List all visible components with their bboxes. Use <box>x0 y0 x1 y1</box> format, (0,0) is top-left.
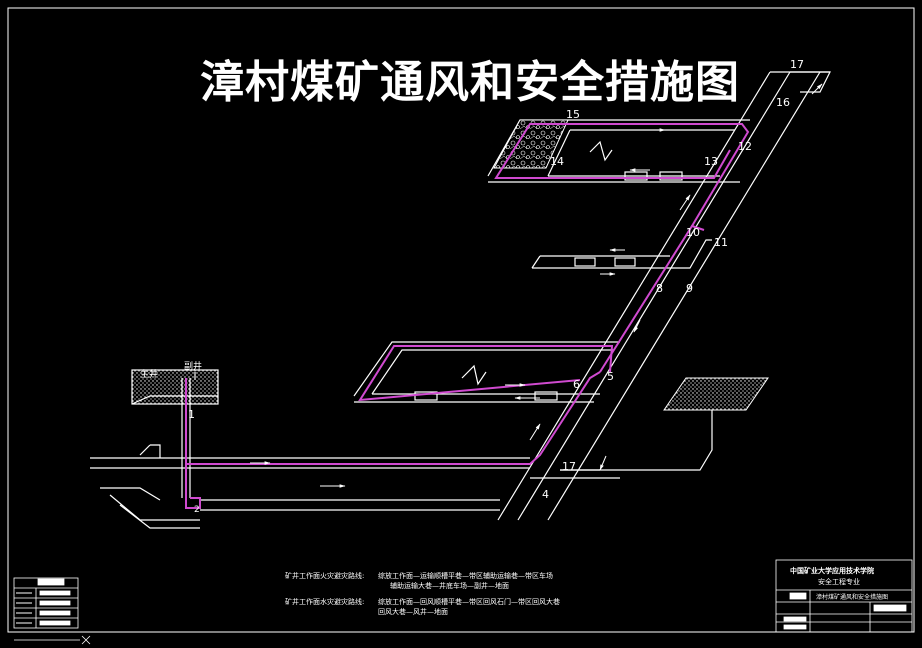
node-label-16: 16 <box>776 96 790 109</box>
node-label-2: 2 <box>194 505 200 515</box>
node-label-11: 11 <box>714 236 728 249</box>
node-label-17a: 17 <box>790 58 804 71</box>
flow-arrows <box>250 83 823 488</box>
main-incline <box>497 71 831 521</box>
node-label-10: 10 <box>686 226 700 239</box>
water-route-label: 矿井工作面水灾避灾路线: <box>285 598 365 606</box>
node-label-8: 8 <box>656 282 663 295</box>
node-label-17b: 17 <box>562 460 576 473</box>
shaft-main-label: 主井 <box>140 368 158 380</box>
node-label-14: 14 <box>550 155 564 168</box>
node-label-9: 9 <box>686 282 693 295</box>
drawing-title: 漳村煤矿通风和安全措施图 <box>200 57 740 108</box>
node-label-1: 1 <box>188 408 195 421</box>
title-block-drawing-name: 漳村煤矿通风和安全措施图 <box>816 594 889 601</box>
fire-route-label: 矿井工作面火灾避灾路线: <box>285 572 365 580</box>
node-label-12: 12 <box>738 140 752 153</box>
fire-route-line-1: 综放工作面—运输顺槽平巷—带区辅助运输巷—带区车场 <box>378 572 553 580</box>
shaft-aux-label: 副井 <box>184 360 202 372</box>
bottom-haulage <box>90 457 620 529</box>
title-block-major: 安全工程专业 <box>818 578 860 586</box>
node-label-15: 15 <box>566 108 580 121</box>
shafts <box>131 369 219 498</box>
fire-route-line-2: 辅助运输大巷—井底车场—副井—地面 <box>390 582 509 590</box>
goaf-rock-upper <box>493 119 569 169</box>
legend-table <box>13 577 91 645</box>
water-route-line-1: 综放工作面—回风顺槽平巷—带区回风石门—带区回风大巷 <box>378 598 560 606</box>
water-route-line-2: 回风大巷—风井—地面 <box>378 608 448 616</box>
middle-roadway <box>531 239 712 269</box>
lower-return-line <box>560 410 713 471</box>
drawing-border <box>7 7 915 633</box>
node-label-5: 5 <box>607 370 614 383</box>
node-label-13: 13 <box>704 155 718 168</box>
title-block <box>775 559 913 633</box>
node-label-4: 4 <box>542 488 549 501</box>
escape-route <box>185 123 750 509</box>
goaf-rock-lower <box>663 377 769 411</box>
node-label-6: 6 <box>573 378 580 391</box>
title-block-school: 中国矿业大学应用技术学院 <box>790 567 874 575</box>
lower-panel <box>353 341 620 403</box>
